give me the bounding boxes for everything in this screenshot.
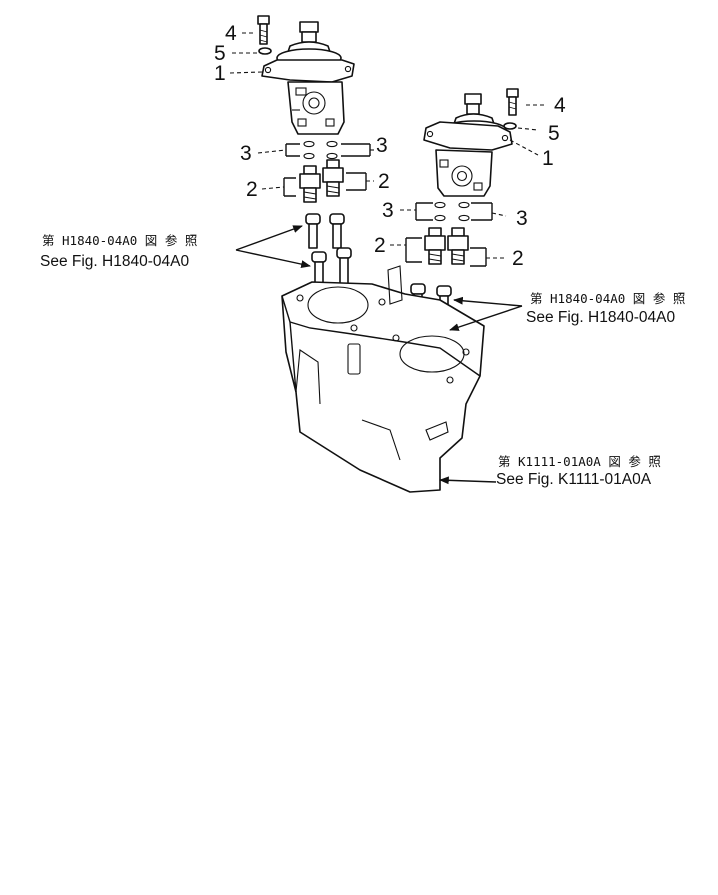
fittings-part-2-left [299,159,344,203]
valve-body-part-1-right [423,93,513,197]
callout-4-left: 4 [225,22,237,45]
callout-2-right-b: 2 [512,247,524,270]
washer-part-5-left [258,47,272,55]
bolt-part-4-right [506,88,519,116]
callout-2-left-b: 2 [378,170,390,193]
callout-3-left-b: 3 [376,134,388,157]
reference-right-jp: 第 H1840-04A0 図 参 照 [530,291,685,306]
valve-body-part-1-left [261,21,355,135]
reference-left-en: See Fig. H1840-04A0 [40,253,189,270]
o-rings-part-3-right [434,201,470,222]
reference-left-jp: 第 H1840-04A0 図 参 照 [42,233,197,248]
reference-bottom: 第 K1111-01A0A 図 参 照 See Fig. K1111-01A0A [496,454,661,488]
reference-left: 第 H1840-04A0 図 参 照 See Fig. H1840-04A0 [40,233,197,270]
o-rings-part-3-left [303,140,338,160]
fittings-part-2-right [424,227,469,265]
callout-numbers: 4 5 1 3 3 2 2 4 5 1 3 3 2 2 [214,22,566,270]
reference-right-en: See Fig. H1840-04A0 [526,309,675,326]
callout-5-right: 5 [548,122,560,145]
callout-1-right: 1 [542,147,554,170]
reference-bottom-jp: 第 K1111-01A0A 図 参 照 [498,454,661,469]
callout-4-right: 4 [554,94,566,117]
callout-3-left-a: 3 [240,142,252,165]
callout-2-left-a: 2 [246,178,258,201]
callout-5-left: 5 [214,42,226,65]
callout-3-right-a: 3 [382,199,394,222]
cylinder-head-block [281,265,485,493]
reference-right: 第 H1840-04A0 図 参 照 See Fig. H1840-04A0 [526,291,685,326]
callout-1-left: 1 [214,62,226,85]
tubes-left [305,213,352,291]
callout-3-right-b: 3 [516,207,528,230]
callout-2-right-a: 2 [374,234,386,257]
leader-lines [229,32,546,485]
left-valve-assembly [257,15,355,291]
bolt-part-4-left [257,15,270,45]
reference-bottom-en: See Fig. K1111-01A0A [496,471,652,488]
